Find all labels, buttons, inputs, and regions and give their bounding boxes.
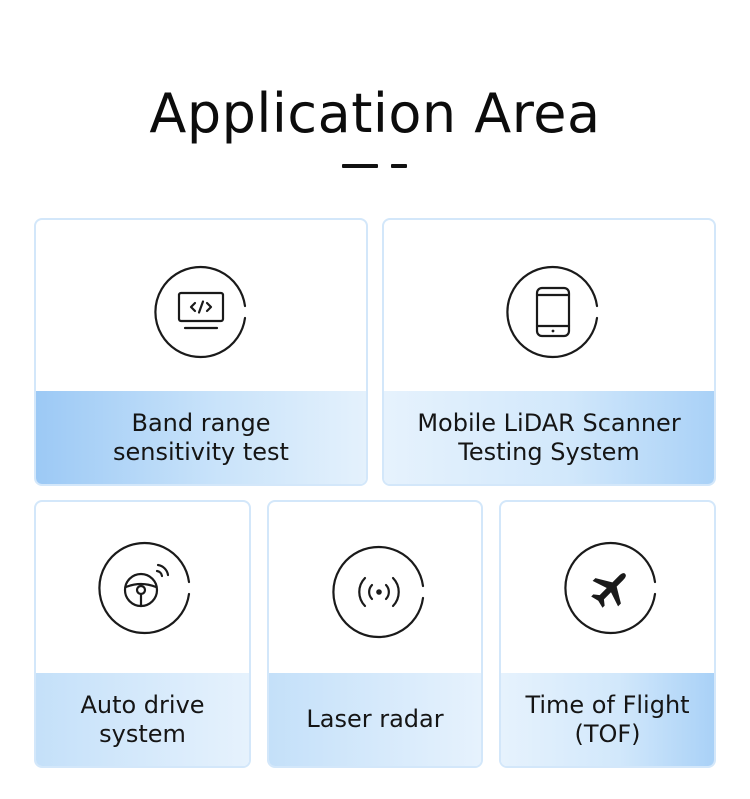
card-label: Band range sensitivity test: [36, 391, 366, 484]
card-label: Time of Flight (TOF): [501, 673, 714, 766]
card-time-of-flight[interactable]: Time of Flight (TOF): [499, 500, 716, 768]
title-underline-short: [391, 164, 407, 168]
card-label: Auto drive system: [36, 673, 249, 766]
card-label-line2: Testing System: [458, 437, 640, 466]
airplane-icon: [561, 538, 661, 638]
card-band-range[interactable]: Band range sensitivity test: [34, 218, 368, 486]
card-mobile-lidar[interactable]: Mobile LiDAR Scanner Testing System: [382, 218, 716, 486]
card-laser-radar[interactable]: Laser radar: [267, 500, 483, 768]
card-label-line1: Auto drive: [80, 690, 205, 719]
card-label-line1: Band range: [131, 408, 271, 437]
card-label: Laser radar: [269, 673, 481, 766]
steering-wheel-signal-icon: [95, 538, 195, 638]
page-title: Application Area: [149, 82, 601, 145]
card-label-line1: Mobile LiDAR Scanner: [417, 408, 681, 437]
code-monitor-icon: [151, 262, 251, 362]
title-underline-long: [342, 164, 378, 168]
card-label: Mobile LiDAR Scanner Testing System: [384, 391, 714, 484]
radar-signal-icon: [329, 542, 429, 642]
mobile-phone-icon: [503, 262, 603, 362]
card-label-line2: (TOF): [574, 719, 641, 748]
card-label-line2: system: [99, 719, 186, 748]
card-auto-drive[interactable]: Auto drive system: [34, 500, 251, 768]
card-label-line1: Time of Flight: [525, 690, 690, 719]
card-label-line2: sensitivity test: [113, 437, 289, 466]
card-label-line1: Laser radar: [306, 705, 444, 733]
